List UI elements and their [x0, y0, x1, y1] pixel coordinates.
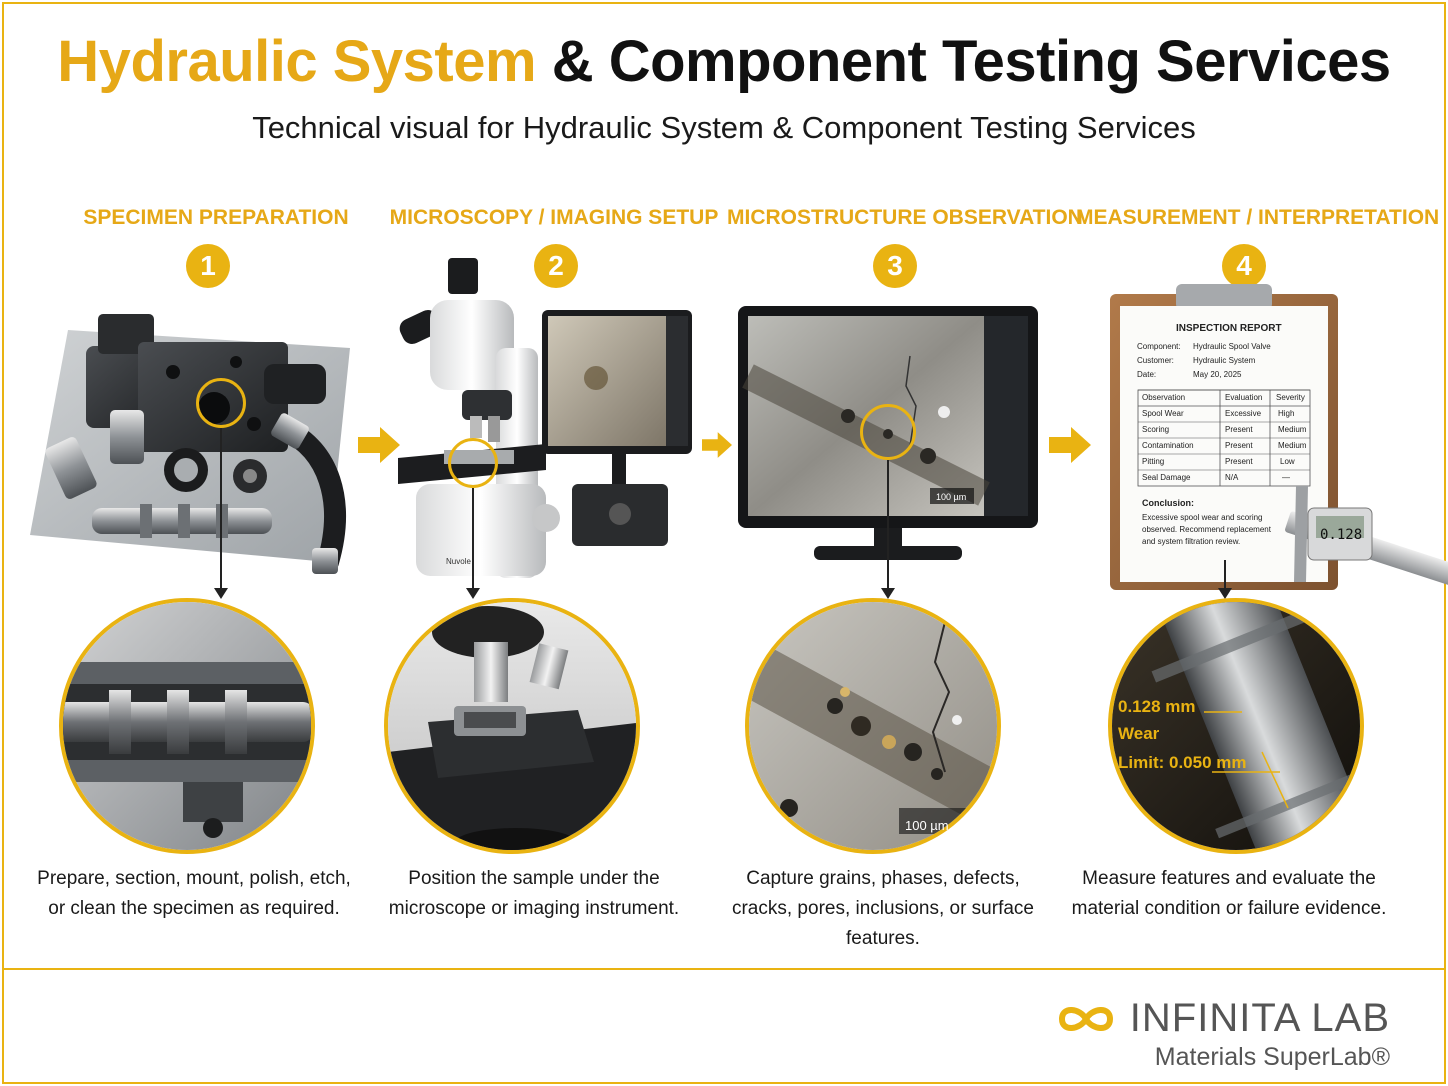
- valve-cutaway-image: [63, 602, 311, 850]
- report-row-1-observation: Spool Wear: [1142, 409, 1184, 418]
- report-field-key-1: Component:: [1137, 342, 1181, 351]
- report-field-value-2: Hydraulic System: [1193, 356, 1256, 365]
- report-field-value-3: May 20, 2025: [1193, 370, 1242, 379]
- infinity-logo-icon: [1058, 1006, 1113, 1031]
- report-row-3-observation: Contamination: [1142, 441, 1194, 450]
- step-3-caption: Capture grains, phases, defects, cracks,…: [731, 868, 1034, 949]
- step-3-label: MICROSTRUCTURE OBSERVATION: [727, 206, 1083, 229]
- spool-wear-image: [1112, 602, 1360, 850]
- report-header-severity: Severity: [1276, 393, 1305, 402]
- report-field-key-2: Customer:: [1137, 356, 1174, 365]
- title-rest: & Component Testing Services: [551, 29, 1391, 94]
- brand-name: INFINITA LAB: [1129, 996, 1390, 1040]
- callout-arrowhead-2-icon: [466, 588, 480, 599]
- report-title: INSPECTION REPORT: [1176, 323, 1282, 334]
- report-row-4-observation: Pitting: [1142, 457, 1165, 466]
- microscope-stage-image: [388, 602, 636, 850]
- step-2-badge: 2: [534, 244, 578, 288]
- report-conclusion-line-2: observed. Recommend replacement: [1142, 525, 1271, 534]
- title-accent: Hydraulic System: [57, 29, 537, 94]
- step-4-caption: Measure features and evaluate the materi…: [1071, 868, 1387, 919]
- flow-arrow-3-icon: [1049, 427, 1091, 463]
- callout-line-4: [1224, 560, 1226, 592]
- wear-label-text: Wear: [1118, 724, 1160, 743]
- callout-line-2: [472, 488, 474, 592]
- step-4-badge: 4: [1222, 244, 1266, 288]
- focus-ring-2: [448, 438, 498, 488]
- report-row-5-observation: Seal Damage: [1142, 473, 1191, 482]
- footer-divider: [2, 968, 1446, 970]
- microscope-brand-text: Nuvole: [446, 557, 471, 566]
- report-row-2-observation: Scoring: [1142, 425, 1170, 434]
- report-field-value-1: Hydraulic Spool Valve: [1193, 342, 1271, 351]
- focus-ring-3: [860, 404, 916, 460]
- detail-3-scale-text: 100 µm: [905, 818, 949, 833]
- brand-tagline: Materials SuperLab®: [1154, 1043, 1390, 1071]
- report-row-5-severity: —: [1282, 473, 1290, 482]
- step-3-badge: 3: [873, 244, 917, 288]
- focus-ring-1: [196, 378, 246, 428]
- report-row-1-evaluation: Excessive: [1225, 409, 1262, 418]
- detail-circle-1: [59, 598, 315, 854]
- microstructure-image: [749, 602, 997, 850]
- brand-block: INFINITA LAB Materials SuperLab®: [1054, 996, 1390, 1072]
- step-1-caption: Prepare, section, mount, polish, etch, o…: [37, 868, 351, 919]
- report-row-5-evaluation: N/A: [1225, 473, 1239, 482]
- callout-line-1: [220, 428, 222, 592]
- caliper-reading: 0.128: [1320, 527, 1363, 543]
- report-row-4-severity: Low: [1280, 457, 1295, 466]
- detail-circle-2: [384, 598, 640, 854]
- step-4-label: MEASUREMENT / INTERPRETATION: [1076, 206, 1440, 229]
- monitor-scale-text: 100 µm: [936, 492, 966, 502]
- report-row-4-evaluation: Present: [1225, 457, 1253, 466]
- step-2-caption: Position the sample under the microscope…: [388, 868, 680, 919]
- flow-arrow-1-icon: [358, 427, 400, 463]
- step-2-label: MICROSCOPY / IMAGING SETUP: [389, 206, 719, 229]
- report-row-3-severity: Medium: [1278, 441, 1307, 450]
- wear-limit-text: Limit: 0.050 mm: [1118, 753, 1247, 772]
- flow-arrow-2-icon: [702, 432, 732, 458]
- report-conclusion-label: Conclusion:: [1142, 498, 1194, 508]
- report-row-2-evaluation: Present: [1225, 425, 1253, 434]
- detail-circle-4: [1108, 598, 1364, 854]
- microscope-setup-photo: Nuvole: [398, 258, 692, 578]
- report-conclusion-line-1: Excessive spool wear and scoring: [1142, 513, 1263, 522]
- report-row-2-severity: Medium: [1278, 425, 1307, 434]
- inspection-report-photo: [1110, 284, 1448, 590]
- callout-arrowhead-3-icon: [881, 588, 895, 599]
- detail-circle-3: [745, 598, 1001, 854]
- report-conclusion-line-3: and system filtration review.: [1142, 537, 1241, 546]
- step-1-badge: 1: [186, 244, 230, 288]
- callout-line-3: [887, 460, 889, 592]
- report-field-key-3: Date:: [1137, 370, 1157, 379]
- report-row-1-severity: High: [1278, 409, 1295, 418]
- page-subtitle: Technical visual for Hydraulic System & …: [252, 110, 1196, 145]
- report-header-evaluation: Evaluation: [1225, 393, 1263, 402]
- report-header-observation: Observation: [1142, 393, 1186, 402]
- report-row-3-evaluation: Present: [1225, 441, 1253, 450]
- wear-measurement-text: 0.128 mm: [1118, 697, 1196, 716]
- page-title: Hydraulic System & Component Testing Ser…: [0, 28, 1448, 95]
- step-1-label: SPECIMEN PREPARATION: [83, 206, 349, 229]
- hydraulic-components-photo: [30, 314, 350, 574]
- callout-arrowhead-4-icon: [1218, 588, 1232, 599]
- callout-arrowhead-1-icon: [214, 588, 228, 599]
